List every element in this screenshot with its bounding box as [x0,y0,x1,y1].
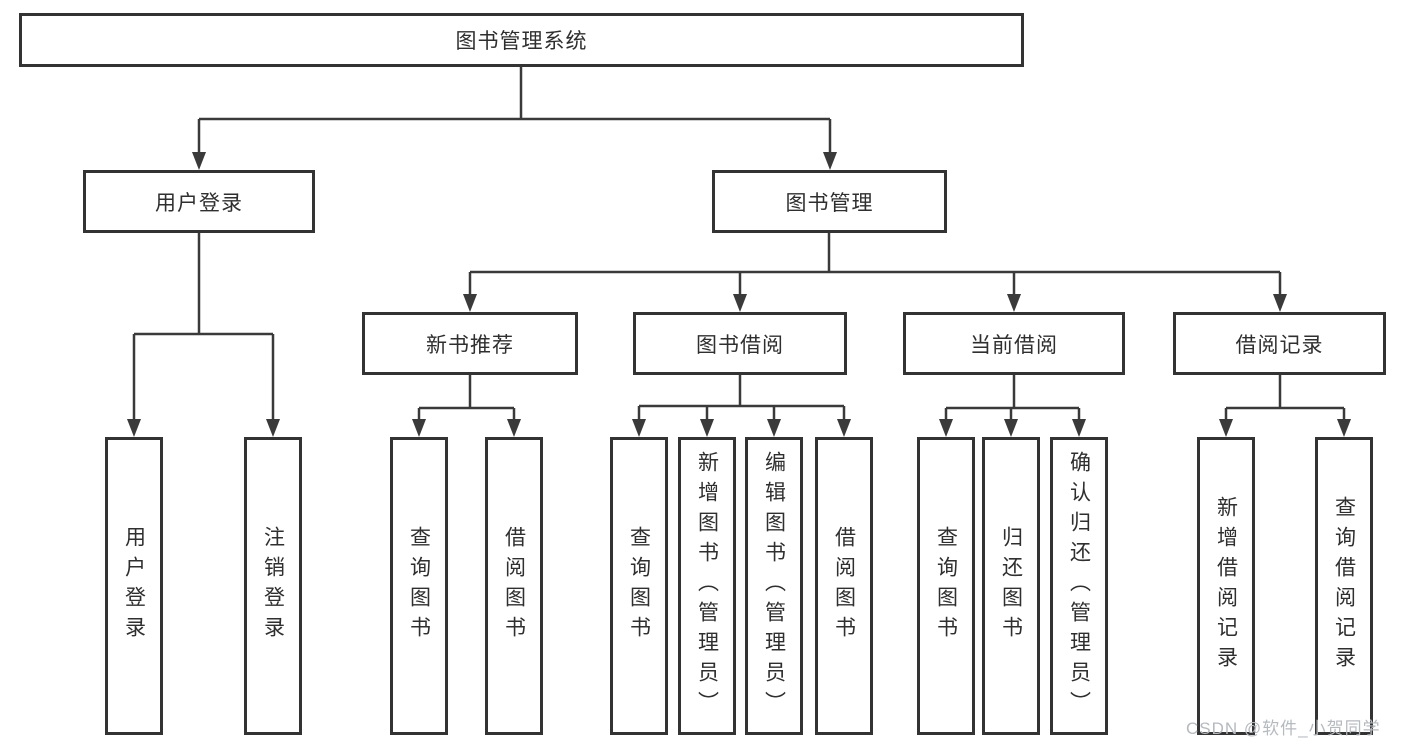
node-book-management: 图书管理 [712,170,947,233]
node-book-borrowing: 图书借阅 [633,312,847,375]
leaf-logout: 注销登录 [244,437,302,735]
node-new-book-recommendation: 新书推荐 [362,312,578,375]
leaf-borrow-books-borrow: 借阅图书 [815,437,873,735]
leaf-user-login: 用户登录 [105,437,163,735]
watermark: CSDN @软件_小贺同学 [1186,719,1381,738]
leaf-return-book: 归还图书 [982,437,1040,735]
node-user-login: 用户登录 [83,170,315,233]
node-current-borrowing: 当前借阅 [903,312,1125,375]
leaf-edit-book-admin: 编辑图书（管理员） [745,437,803,735]
leaf-query-books-borrow: 查询图书 [610,437,668,735]
leaf-confirm-return-admin: 确认归还（管理员） [1050,437,1108,735]
leaf-add-book-admin: 新增图书（管理员） [678,437,736,735]
leaf-borrow-books-recommend: 借阅图书 [485,437,543,735]
leaf-query-books-current: 查询图书 [917,437,975,735]
leaf-query-borrow-record: 查询借阅记录 [1315,437,1373,735]
node-library-management-system: 图书管理系统 [19,13,1024,67]
node-borrowing-records: 借阅记录 [1173,312,1386,375]
leaf-add-borrow-record: 新增借阅记录 [1197,437,1255,735]
leaf-query-books-recommend: 查询图书 [390,437,448,735]
